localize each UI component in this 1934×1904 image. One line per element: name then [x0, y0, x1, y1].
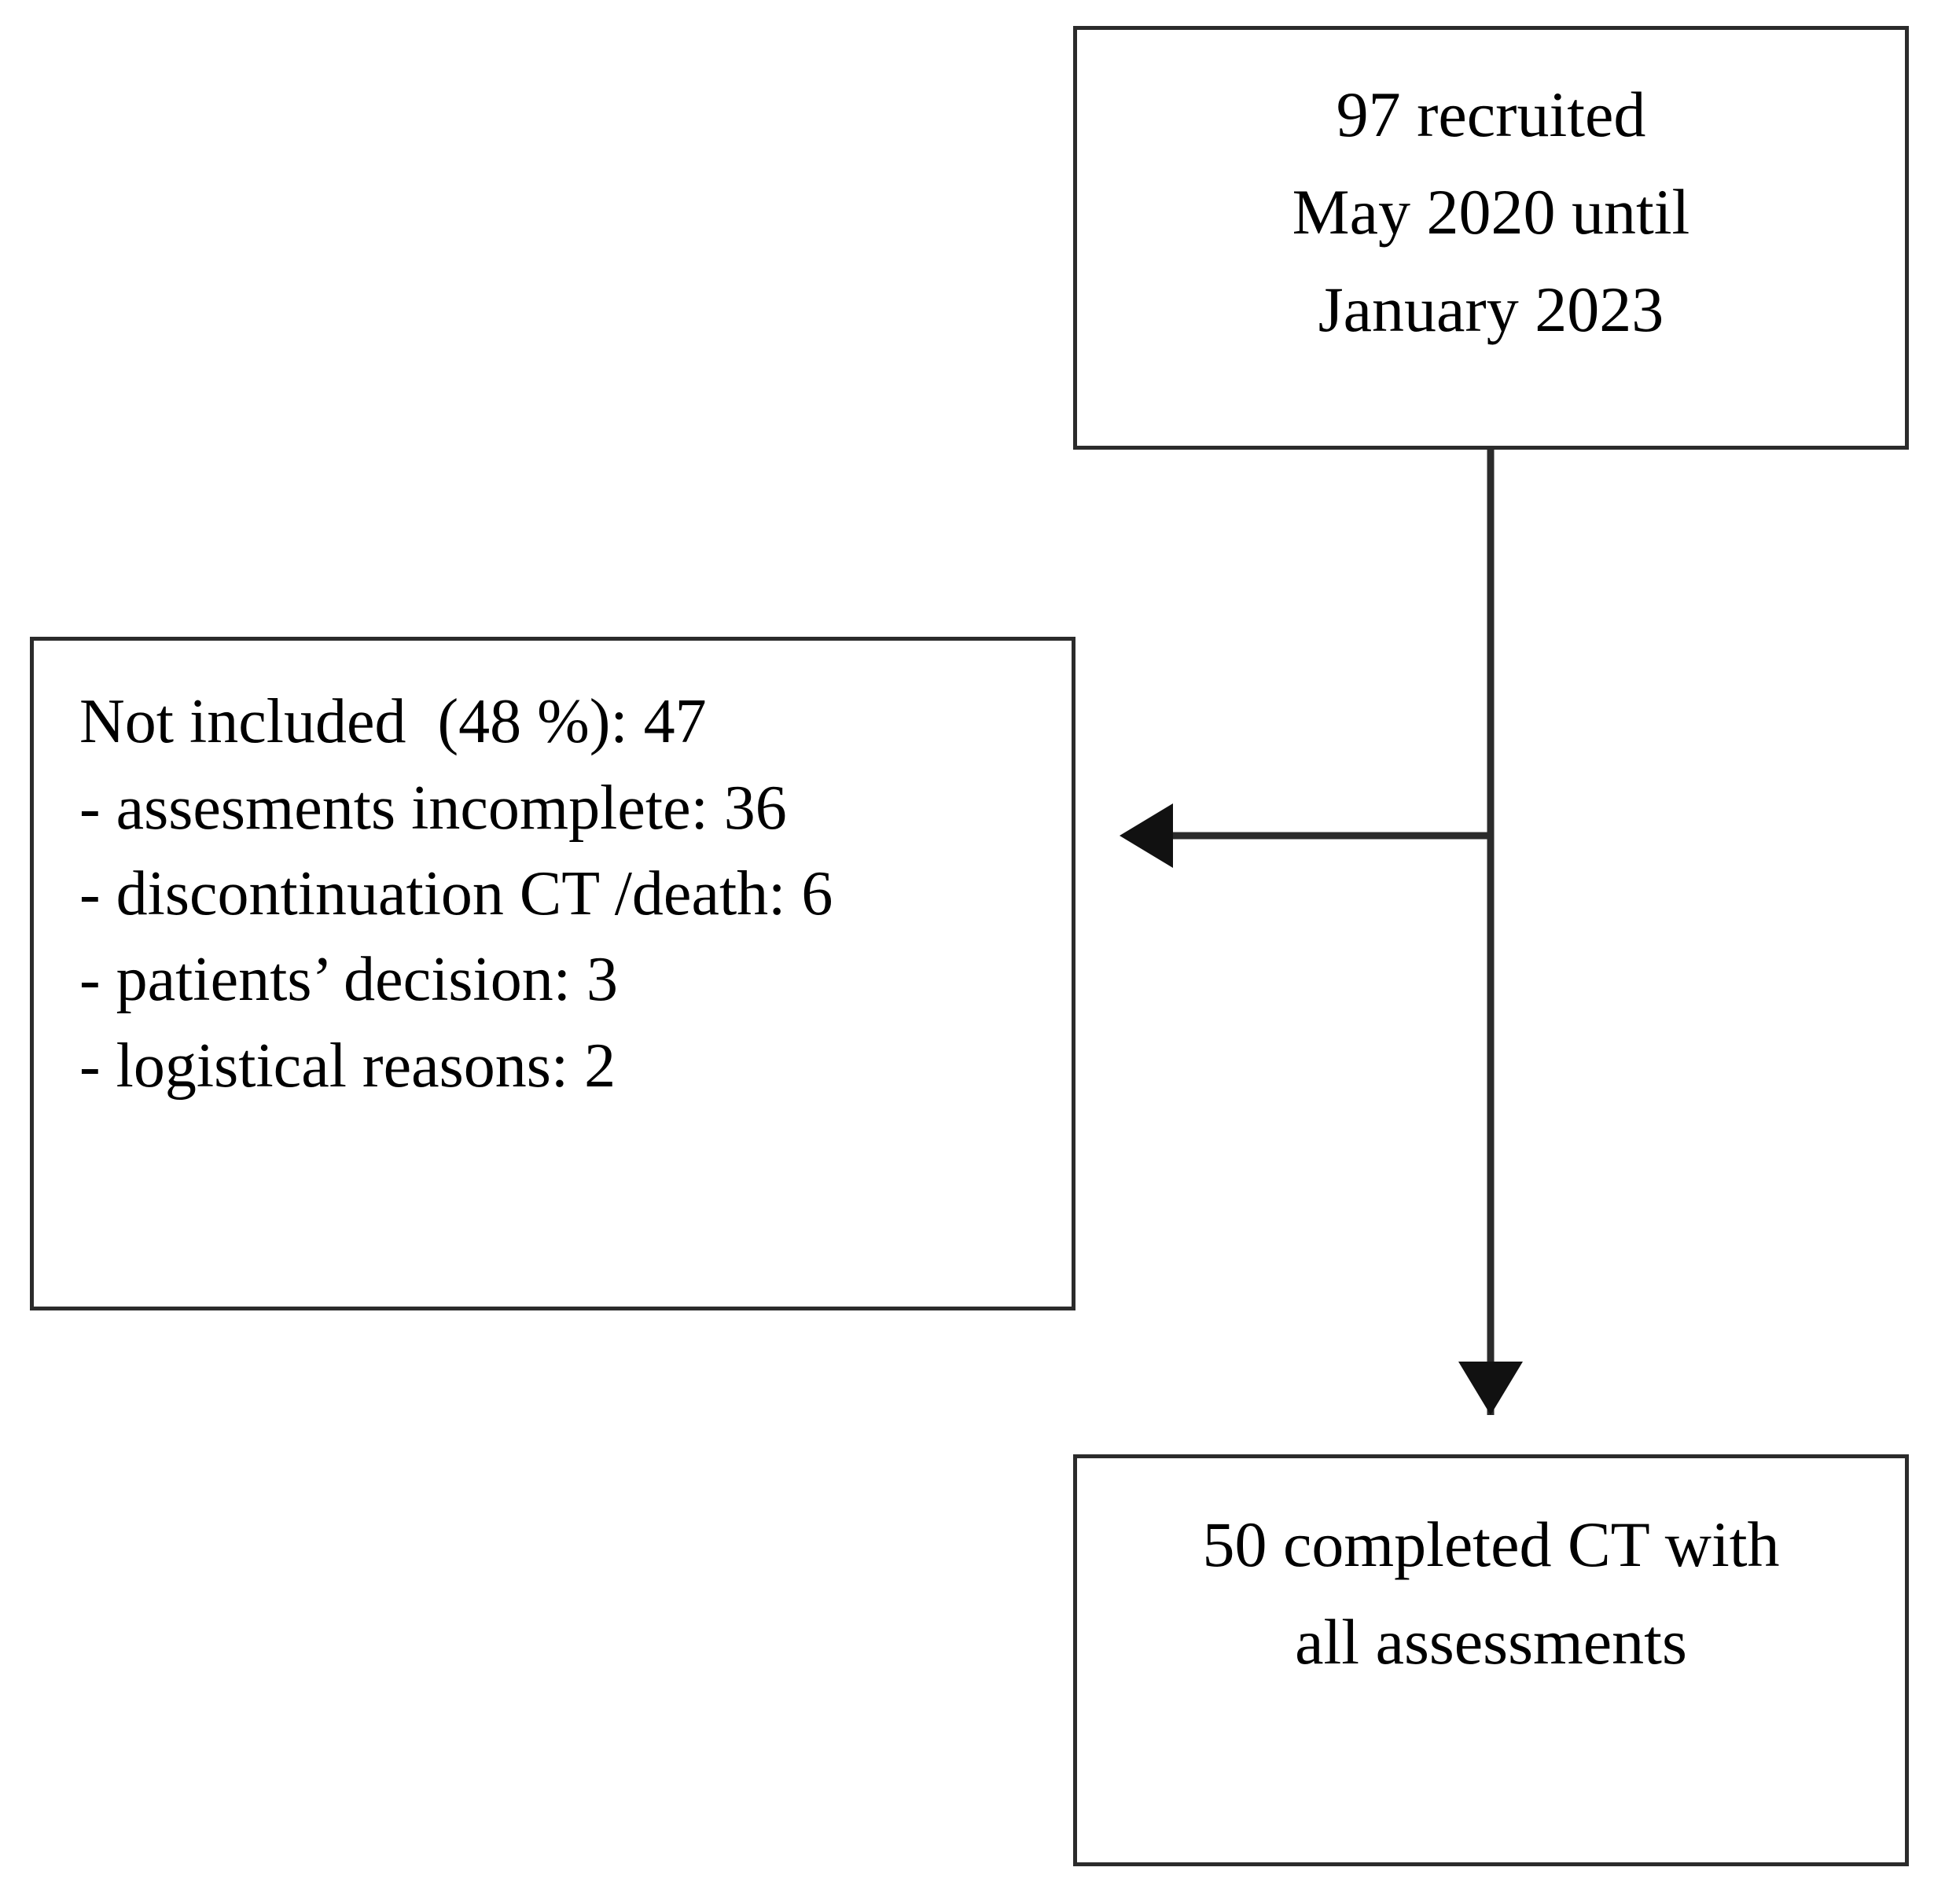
recruited-line-1: 97 recruited	[1336, 79, 1646, 150]
recruited-line-3: January 2023	[1318, 274, 1664, 345]
arrowhead-down-icon	[1458, 1362, 1523, 1415]
arrowhead-left-icon	[1120, 803, 1173, 868]
recruited-line-2: May 2020 until	[1292, 176, 1690, 248]
not-included-heading: Not included (48 %): 47	[79, 687, 707, 756]
not-included-reason-patients-decision: - patients’ decision: 3	[79, 945, 618, 1014]
completed-box: 50 completed CT with all assessments	[1073, 1454, 1909, 1866]
completed-line-1: 50 completed CT with	[1202, 1509, 1780, 1580]
not-included-reason-discontinuation: - discontinuation CT /death: 6	[79, 859, 833, 928]
not-included-box: Not included (48 %): 47 - assesments inc…	[30, 637, 1075, 1310]
not-included-reason-logistical: - logistical reasons: 2	[79, 1031, 616, 1101]
completed-line-2: all assessments	[1295, 1606, 1687, 1678]
not-included-reason-assesments: - assesments incomplete: 36	[79, 774, 787, 843]
recruited-box: 97 recruited May 2020 until January 2023	[1073, 26, 1909, 450]
